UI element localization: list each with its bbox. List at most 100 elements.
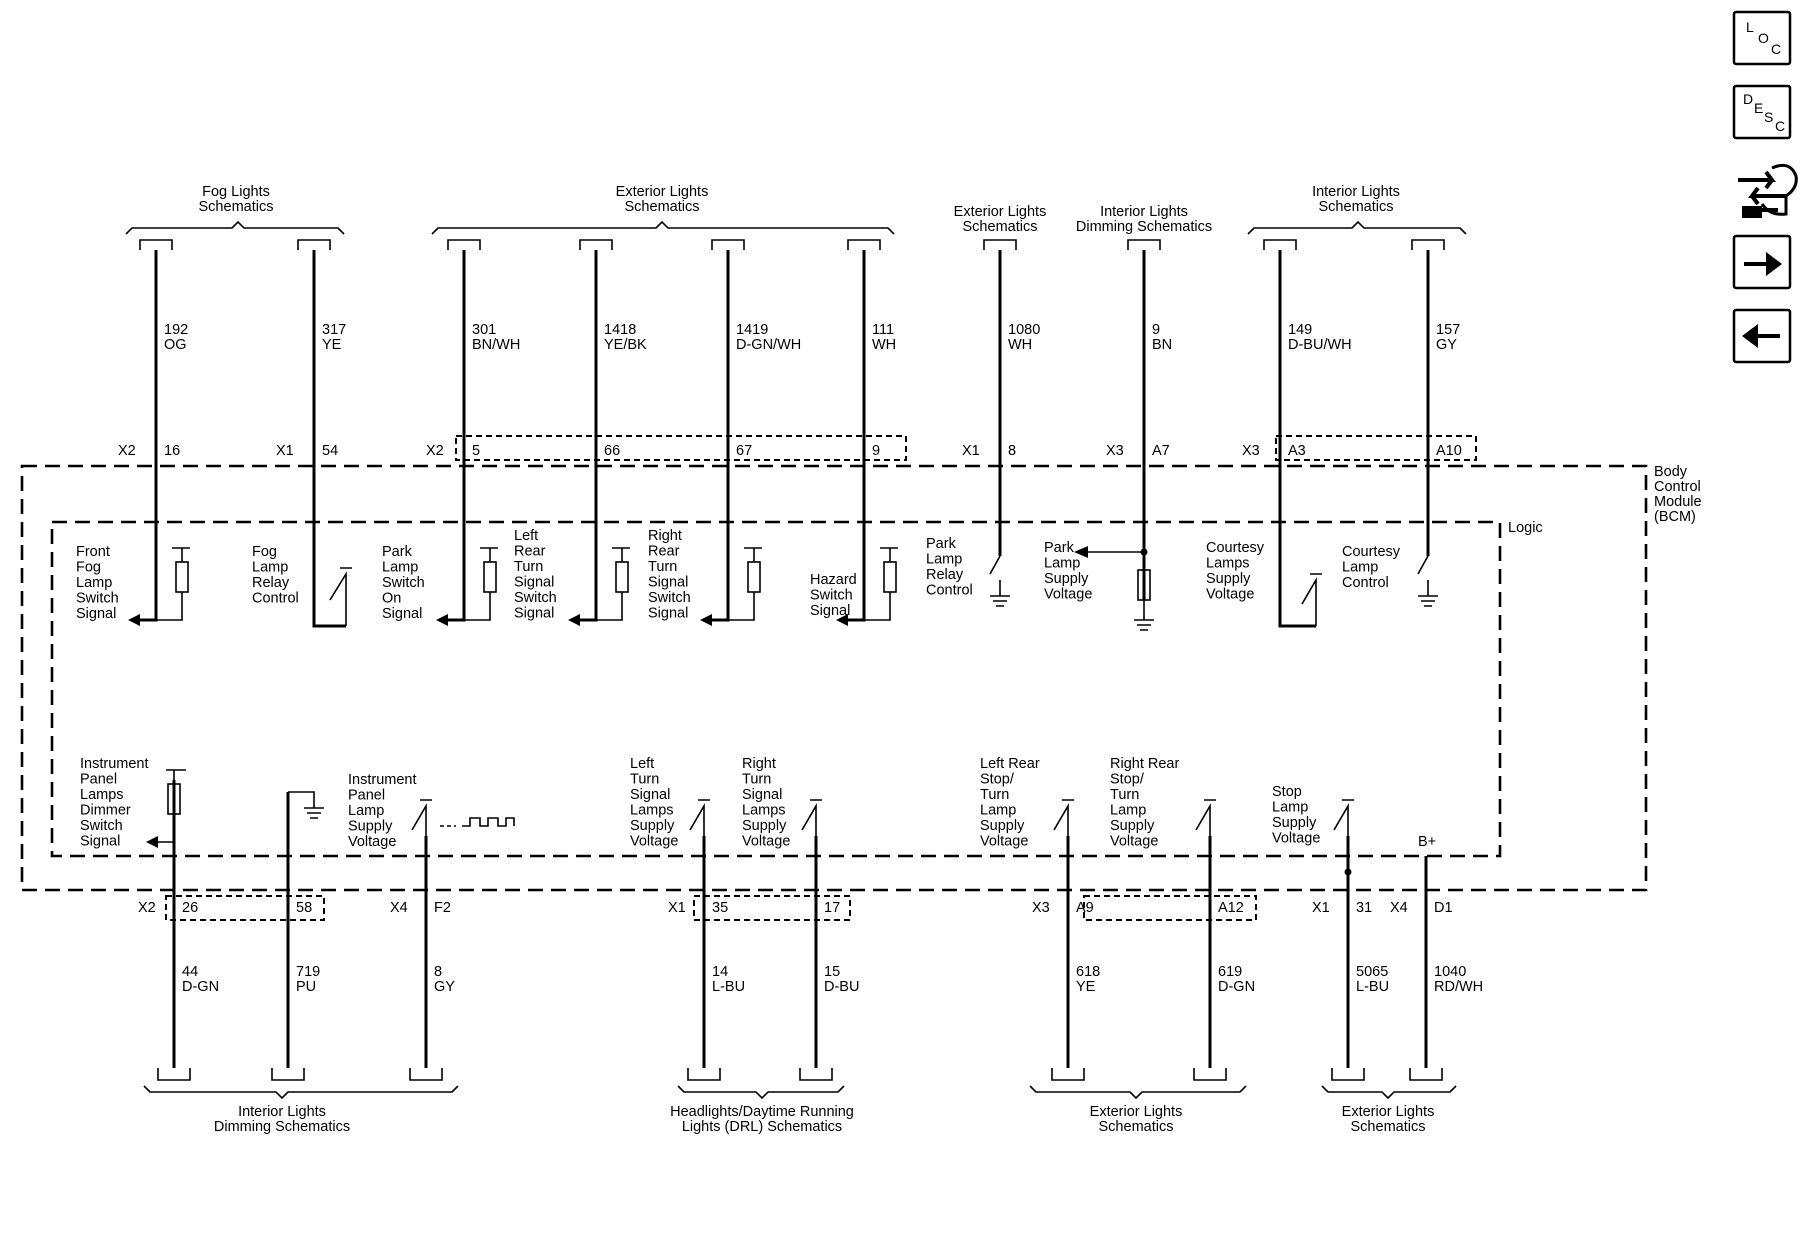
group-label: Headlights/Daytime Running [670,1104,854,1120]
terminal [297,239,331,250]
resistor [1088,551,1151,620]
signal-label: Instrument [348,772,417,788]
nav-next-button[interactable] [1732,234,1792,290]
resistor [156,547,190,621]
switch-ip-lamp [411,799,432,836]
group-label: Interior Lights [238,1104,326,1120]
signal-label: Relay [926,567,964,583]
junction-dot [1140,548,1148,556]
terminal [1409,1068,1443,1081]
pin-number: 66 [604,443,620,459]
signal-label: Signal [630,787,670,803]
group-label: Schematics [199,199,274,215]
wire-color: GY [434,979,455,995]
signal-label: Rear [648,544,680,560]
signal-label: Voltage [1272,831,1320,847]
arrow [1074,546,1088,558]
signal-label: Lamp [76,575,112,591]
terminal [687,1068,721,1081]
group-label: Schematics [1351,1119,1426,1135]
wire-192 [136,250,158,622]
terminal [799,1068,833,1081]
signal-label: Switch [810,588,853,604]
circuit-number: 192 [164,322,188,338]
signal-label: Lamp [1110,803,1146,819]
resistor [464,547,498,621]
circuit-number: 1040 [1434,964,1466,980]
wire-color: OG [164,337,187,353]
pin-number: A12 [1218,900,1244,916]
nav-connector-icon[interactable] [1738,163,1798,218]
group-label: Schematics [963,219,1038,235]
circuit-number: 301 [472,322,496,338]
signal-label: Switch [76,591,119,607]
signal-label: Turn [648,559,677,575]
plug-icon [1742,206,1762,218]
signal-label: Signal [382,606,422,622]
signal-label: Relay [252,575,290,591]
pin-number: F2 [434,900,451,916]
switch-stop-lamp [1333,799,1354,836]
ground-symbol [1418,595,1438,607]
terminal [447,239,481,250]
pin-number: 8 [1008,443,1016,459]
group-label: Exterior Lights [616,184,709,200]
nav-desc-button[interactable]: D E S C [1732,84,1792,140]
signal-label: Control [926,583,973,599]
nav-letter: C [1771,41,1781,57]
pin-number: 5 [472,443,480,459]
terminal [157,1068,191,1081]
group-label: Interior Lights [1312,184,1400,200]
signal-label: Turn [630,772,659,788]
circuit-number: 15 [824,964,840,980]
signal-label: Lamp [1272,800,1308,816]
bcm-label-line: Body [1654,464,1688,480]
connector-id: X4 [1390,900,1408,916]
signal-label: Voltage [1206,587,1254,603]
signal-label: Front [76,544,110,560]
bplus-label: B+ [1418,834,1436,850]
nav-loc-button[interactable]: L O C [1732,10,1792,66]
connector-id: X3 [1106,443,1124,459]
resistor [728,547,762,621]
signal-label: Lamps [1206,556,1250,572]
ground-symbol [288,791,324,819]
pin-number: 67 [736,443,752,459]
driver-switches-top [329,555,1429,626]
circuit-number: 1418 [604,322,636,338]
logic-boundary [50,520,1502,858]
pin-number: A10 [1436,443,1462,459]
bcm-label-line: Control [1654,479,1701,495]
pin-number: 35 [712,900,728,916]
group-label: Fog Lights [202,184,270,200]
wire-color: WH [872,337,896,353]
signal-label: Courtesy [1342,544,1401,560]
circuit-number: 8 [434,964,442,980]
signal-label: Park [382,544,413,560]
circuit-number: 5065 [1356,964,1388,980]
signal-label: Instrument [80,756,149,772]
circuit-number: 44 [182,964,198,980]
signal-label: Supply [1110,818,1155,834]
bottom-group-dimming: Interior Lights Dimming Schematics [143,1085,459,1135]
circuit-number: 719 [296,964,320,980]
signal-label: Supply [1206,571,1251,587]
pin-number: 17 [824,900,840,916]
signal-label: Supply [980,818,1025,834]
circuit-number: 111 [872,322,894,338]
switch-right-turn [801,799,822,836]
circuit-number: 149 [1288,322,1312,338]
nav-prev-button[interactable] [1732,308,1792,364]
connector-id: X3 [1242,443,1260,459]
signal-label: Supply [742,818,787,834]
top-group-interior: Interior Lights Schematics [1247,184,1467,235]
signal-label: Panel [80,772,117,788]
switch-courtesy-control [1417,555,1429,596]
bottom-terminals [157,1068,1443,1081]
nav-letter: O [1758,30,1769,46]
connector-id: X1 [962,443,980,459]
arrow [146,836,158,848]
swap-arrows-icon [1738,170,1786,206]
wire-color: YE [322,337,342,353]
top-wires [136,250,1430,628]
